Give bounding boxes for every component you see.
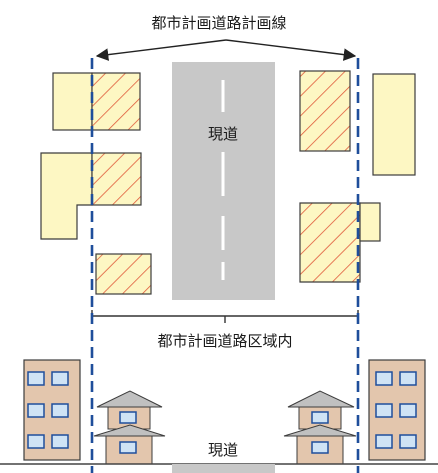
left-buildings	[40, 72, 152, 295]
building-right-1	[372, 73, 416, 176]
house-right	[283, 390, 357, 465]
building-left-3-hatched	[95, 253, 152, 295]
double-headed-arrow-icon	[95, 39, 357, 61]
planning-area-label: 都市計画道路区域内	[157, 332, 292, 350]
building-right-2	[359, 202, 381, 242]
planning-line-label: 都市計画道路計画線	[151, 14, 286, 32]
building-left-1-hatched	[91, 72, 141, 131]
building-left-2-hatched	[91, 152, 142, 206]
planning-boundary-lines	[90, 58, 360, 473]
building-left-2	[40, 152, 93, 240]
apartment-left	[23, 359, 81, 461]
apartment-right	[368, 359, 426, 461]
bracket-icon	[91, 310, 359, 323]
building-right-2-hatched	[299, 202, 361, 283]
building-left-1	[52, 72, 93, 131]
building-right-1-hatched	[299, 70, 351, 152]
existing-road-label-bottom: 現道	[208, 441, 238, 459]
existing-road-section	[172, 464, 275, 473]
elevation-view	[0, 359, 438, 473]
existing-road-label-top: 現道	[208, 125, 238, 143]
house-left	[93, 390, 166, 465]
existing-road	[172, 62, 275, 300]
right-buildings	[299, 70, 416, 283]
